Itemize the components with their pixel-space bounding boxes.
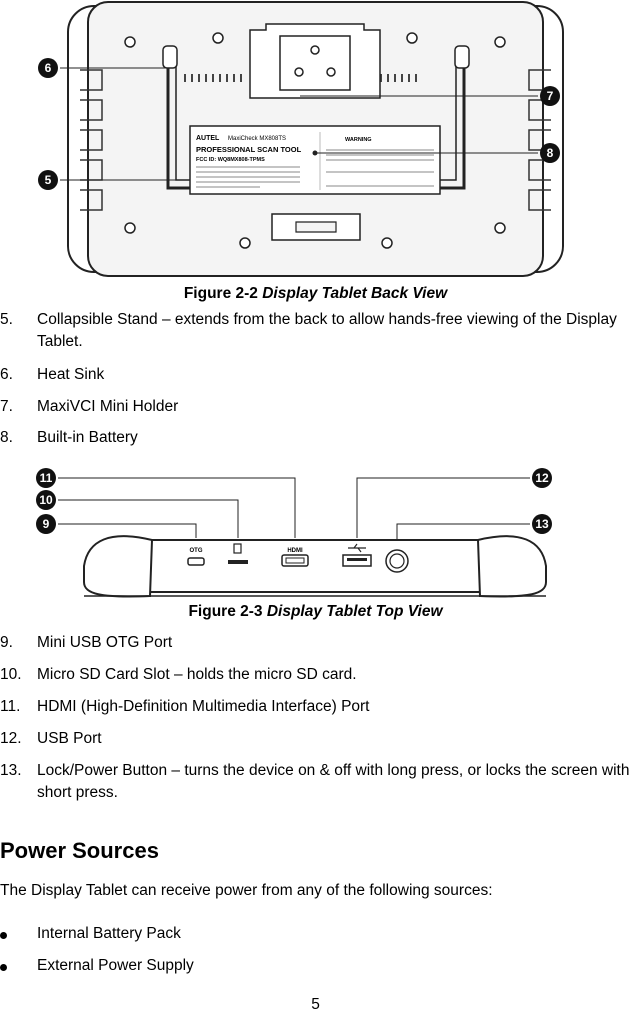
list-text: Heat Sink [37, 366, 105, 383]
bullet-icon [0, 932, 7, 939]
otg-port-label: OTG [190, 548, 203, 554]
mini-usb-otg-port [187, 557, 205, 566]
list-text: MaxiVCI Mini Holder [37, 398, 179, 415]
list-text: Built-in Battery [37, 429, 138, 446]
list-number: 12. [0, 730, 22, 747]
list-number: 7. [0, 398, 13, 415]
tablet-back-view-figure: AUTEL MaxiCheck MX808TS PROFESSIONAL SCA… [38, 1, 564, 277]
callout-6: 6 [38, 58, 58, 78]
figure-2-3-title: Display Tablet Top View [266, 603, 443, 620]
callout-7: 7 [540, 86, 560, 106]
svg-text:9: 9 [43, 517, 50, 531]
svg-text:12: 12 [535, 471, 549, 485]
callout-5: 5 [38, 170, 58, 190]
figure-2-2-number: Figure 2-2 [183, 285, 258, 302]
svg-text:6: 6 [45, 61, 52, 75]
label-product: PROFESSIONAL SCAN TOOL [196, 145, 302, 154]
figure-2-3-number: Figure 2-3 [188, 603, 263, 620]
tablet-top-view-figure: OTG HDMI 11 10 9 12 13 [36, 468, 552, 598]
svg-text:8: 8 [547, 146, 554, 160]
list-number: 8. [0, 429, 13, 446]
figure-2-3-caption: Figure 2-3 Display Tablet Top View [0, 603, 631, 621]
svg-text:7: 7 [547, 89, 554, 103]
label-warning: WARNING [345, 137, 372, 143]
svg-text:11: 11 [40, 471, 53, 485]
list-number: 9. [0, 634, 13, 651]
label-brand: AUTEL [196, 135, 220, 142]
bullet-text: External Power Supply [37, 957, 194, 974]
section-heading: Power Sources [0, 838, 159, 863]
list-number: 10. [0, 666, 22, 683]
list-text: Micro SD Card Slot – holds the micro SD … [37, 666, 357, 683]
list-text: Mini USB OTG Port [37, 634, 173, 651]
list-number: 5. [0, 311, 13, 328]
callout-8: 8 [540, 143, 560, 163]
svg-text:10: 10 [39, 493, 53, 507]
svg-text:5: 5 [45, 173, 52, 187]
callout-10: 10 [36, 490, 56, 510]
svg-text:13: 13 [535, 517, 549, 531]
list-text: HDMI (High-Definition Multimedia Interfa… [37, 698, 370, 715]
list-number: 11. [0, 698, 21, 715]
list-text: Lock/Power Button – turns the device on … [37, 762, 630, 801]
list-number: 6. [0, 366, 13, 383]
usb-icon [348, 543, 366, 553]
page-number: 5 [311, 996, 320, 1013]
sd-card-icon [233, 543, 242, 554]
list-number: 13. [0, 762, 22, 779]
micro-sd-slot [228, 560, 248, 564]
section-intro: The Display Tablet can receive power fro… [0, 882, 493, 899]
label-model: MaxiCheck MX808TS [228, 136, 286, 142]
bullet-icon [0, 964, 7, 971]
list-text: USB Port [37, 730, 102, 747]
label-fcc: FCC ID: WQ8MX808-TPMS [196, 157, 265, 163]
bullet-text: Internal Battery Pack [37, 925, 181, 942]
list-text: Collapsible Stand – extends from the bac… [37, 311, 617, 350]
callout-11: 11 [36, 468, 56, 488]
figure-2-2-caption: Figure 2-2 Display Tablet Back View [0, 285, 631, 303]
callout-9: 9 [36, 514, 56, 534]
callout-13: 13 [532, 514, 552, 534]
callout-12: 12 [532, 468, 552, 488]
figure-2-2-title: Display Tablet Back View [262, 285, 448, 302]
hdmi-port-label: HDMI [287, 548, 303, 554]
